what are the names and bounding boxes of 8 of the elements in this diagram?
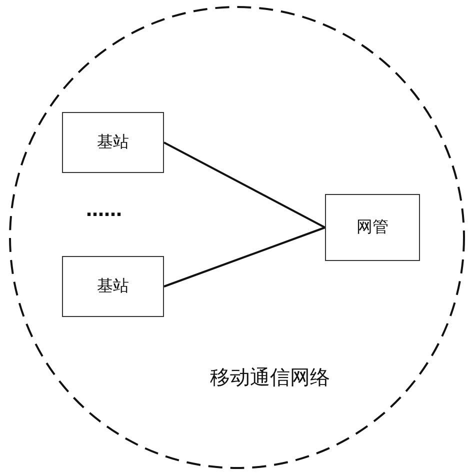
connector-line <box>164 226 326 288</box>
station-box: 网管 <box>325 194 420 261</box>
network-label: 移动通信网络 <box>209 364 331 391</box>
network-circle <box>8 5 466 470</box>
station-box: 基站 <box>62 112 164 173</box>
station-box: 基站 <box>62 256 164 317</box>
ellipsis-label: …… <box>86 200 122 221</box>
connector-line <box>164 142 326 228</box>
